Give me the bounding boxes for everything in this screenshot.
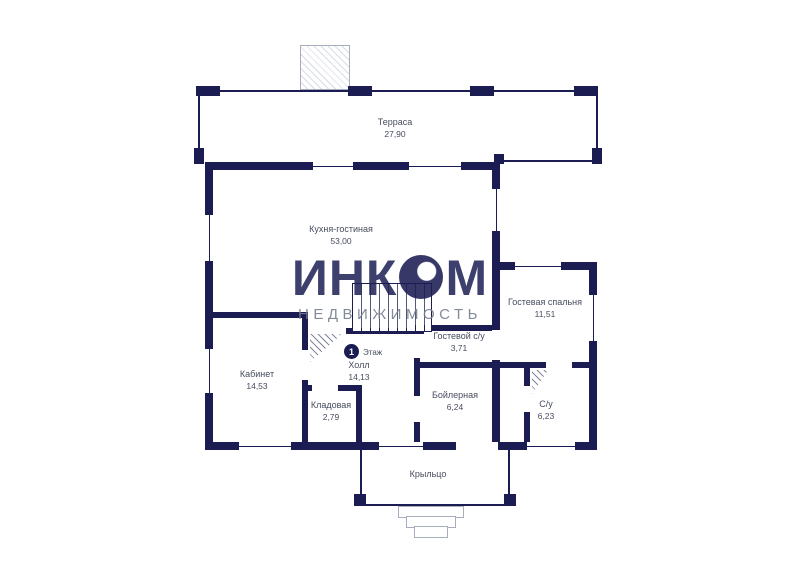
porch-step — [414, 526, 448, 538]
porch-wall-left — [360, 450, 362, 506]
window — [492, 188, 500, 232]
door-opening-office — [302, 350, 308, 380]
room-name: Кухня-гостиная — [309, 224, 373, 234]
room-label-guest-wc: Гостевой с/у 3,71 — [417, 331, 501, 354]
porch-pillar — [504, 494, 516, 506]
wall-wing-right — [589, 262, 597, 450]
door-opening-hall-wing — [492, 330, 500, 360]
room-label-hall: Холл 14,13 — [319, 360, 399, 383]
watermark-brand: ИНКОМ — [230, 252, 550, 304]
floor-badge: 1 — [344, 344, 359, 359]
watermark-logo-icon: О — [399, 255, 444, 299]
terrace-wall-left — [198, 90, 200, 162]
terrace-wall-bottom-right — [498, 160, 598, 162]
room-label-boiler: Бойлерная 6,24 — [415, 390, 495, 413]
wall-office-hall-divider — [302, 312, 308, 450]
room-area: 14,53 — [246, 380, 268, 391]
wall-office-top — [205, 312, 308, 318]
terrace-pillar — [194, 148, 204, 164]
porch-wall-right — [508, 450, 510, 506]
window — [589, 294, 597, 342]
room-area: 6,24 — [446, 401, 464, 412]
room-label-office: Кабинет 14,53 — [217, 369, 297, 392]
room-label-guest-bedroom: Гостевая спальня 11,51 — [505, 297, 585, 320]
room-area: 27,90 — [384, 128, 406, 139]
room-name: Терраса — [377, 117, 413, 127]
wall-pantry-right — [356, 385, 362, 450]
room-area: 53,00 — [330, 235, 352, 246]
terrace-pillar — [196, 86, 220, 96]
terrace-pillar — [470, 86, 494, 96]
room-label-pantry: Кладовая 2,79 — [291, 400, 371, 423]
watermark-brand-part2: М — [445, 250, 489, 306]
window — [205, 214, 213, 262]
floor-number: 1 — [348, 346, 354, 357]
wall-main-wing-divider — [492, 270, 500, 450]
door-opening-bathroom — [524, 386, 530, 412]
chimney — [300, 45, 350, 90]
window — [526, 442, 576, 450]
door-swing-hatch — [532, 370, 548, 394]
floor-badge-label: Этаж — [363, 348, 383, 357]
porch-wall-bottom — [360, 504, 510, 506]
door-swing-hatch — [310, 334, 342, 362]
room-name: Бойлерная — [431, 390, 479, 400]
terrace-wall-top — [198, 90, 598, 92]
wall-guestwc-top — [414, 325, 498, 331]
room-name: Кладовая — [310, 400, 352, 410]
room-name: Холл — [348, 360, 370, 370]
door-opening-pantry — [312, 385, 338, 391]
terrace-pillar — [348, 86, 372, 96]
wall-wing-mid — [492, 362, 597, 368]
window — [238, 442, 292, 450]
room-label-porch: Крыльцо — [388, 469, 468, 481]
window — [514, 262, 562, 270]
wall-exterior-left — [205, 162, 213, 450]
window — [312, 162, 354, 170]
watermark-brand-part1: ИНК — [291, 250, 398, 306]
terrace-pillar — [494, 154, 504, 164]
watermark-subtitle: НЕДВИЖИМОСТЬ — [298, 306, 482, 323]
terrace-wall-right — [596, 90, 598, 162]
room-area: 14,13 — [348, 371, 370, 382]
room-label-terrace: Терраса 27,90 — [345, 117, 445, 140]
room-name: Кабинет — [239, 369, 275, 379]
wall-hall-boiler-divider — [414, 325, 420, 450]
window — [378, 442, 424, 450]
porch-pillar — [354, 494, 366, 506]
room-label-bathroom: С/у 6,23 — [506, 399, 586, 422]
room-name: Гостевая спальня — [507, 297, 583, 307]
door-opening-guest-wc — [414, 334, 420, 358]
room-label-kitchen-living: Кухня-гостиная 53,00 — [291, 224, 391, 247]
window — [205, 348, 213, 394]
room-name: Гостевой с/у — [433, 331, 485, 341]
terrace-pillar — [574, 86, 598, 96]
door-opening-guest-bedroom — [546, 362, 572, 368]
wall-guestwc-boiler-divider — [414, 362, 498, 368]
room-name: Крыльцо — [409, 469, 447, 479]
door-opening-porch — [455, 442, 499, 450]
room-name: С/у — [539, 399, 553, 409]
room-area: 11,51 — [534, 308, 556, 319]
terrace-pillar — [592, 148, 602, 164]
door-opening-boiler — [414, 396, 420, 422]
room-area: 2,79 — [322, 411, 340, 422]
window — [408, 162, 462, 170]
room-area: 6,23 — [537, 410, 555, 421]
room-area: 3,71 — [450, 342, 468, 353]
